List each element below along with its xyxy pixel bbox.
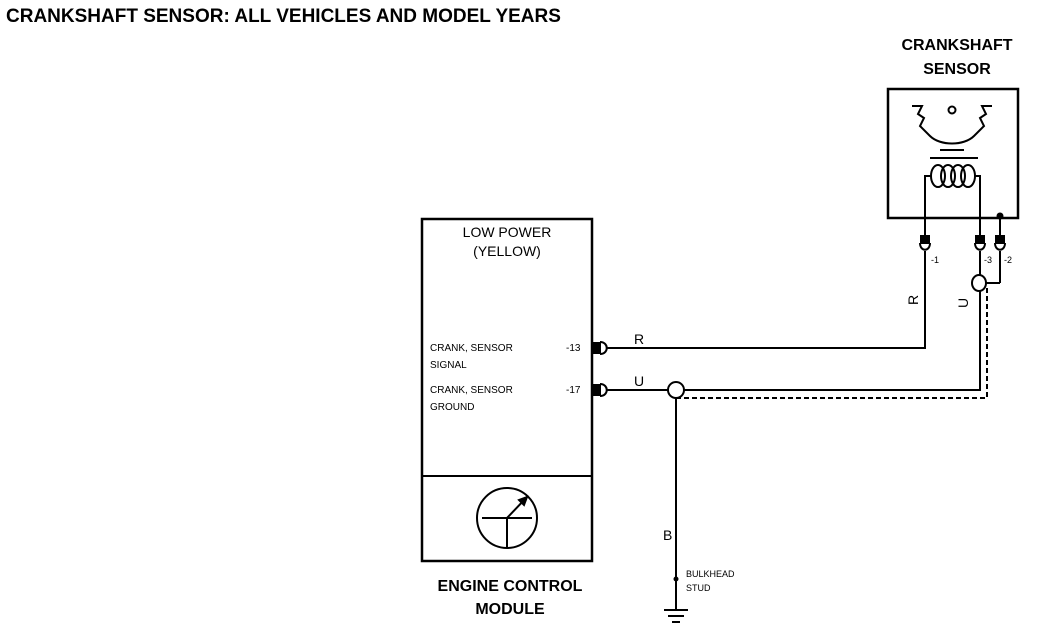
ecm-connector-pin-17 — [592, 383, 608, 397]
reluctor-wheel-icon — [912, 105, 992, 159]
pin-signal-label-line2: SIGNAL — [430, 360, 467, 371]
sensor-connector-pin-2 — [994, 235, 1006, 251]
shield-line — [676, 288, 988, 399]
signal-wire — [606, 251, 926, 349]
bulkhead-label-line1: BULKHEAD — [686, 569, 735, 579]
pin-ground-label-line2: GROUND — [430, 402, 474, 413]
crankshaft-sensor-box — [886, 87, 1020, 220]
signal-wire-color-label: R — [634, 331, 644, 347]
sensor-wire-u-label: U — [955, 298, 971, 308]
ecm-label-line2: MODULE — [475, 601, 545, 618]
ground-wire-b-label: B — [663, 527, 672, 543]
shield-termination-sensor — [971, 274, 987, 292]
pin-ground-label-line1: CRANK, SENSOR — [430, 385, 513, 396]
shield-termination-ecm — [667, 381, 685, 399]
coil-icon — [924, 164, 981, 218]
sensor-pin-3-label: -3 — [984, 255, 992, 265]
ecm-header-line1: LOW POWER — [463, 224, 552, 240]
sensor-label-line1: CRANKSHAFT — [901, 37, 1012, 54]
ecm-header-line2: (YELLOW) — [473, 243, 541, 259]
pin-17-label: -17 — [566, 385, 581, 396]
pin-13-label: -13 — [566, 343, 581, 354]
pin-signal-label-line1: CRANK, SENSOR — [430, 343, 513, 354]
ecm-symbol-icon — [476, 487, 538, 549]
ground-symbol-icon — [664, 609, 688, 623]
bulkhead-label-line2: STUD — [686, 583, 711, 593]
sensor-wire-r-label: R — [905, 295, 921, 305]
diagram-title: CRANKSHAFT SENSOR: ALL VEHICLES AND MODE… — [6, 6, 561, 27]
sensor-label-line2: SENSOR — [923, 61, 991, 78]
sensor-pin-1-label: -1 — [931, 255, 939, 265]
ecm-connector-pin-13 — [592, 341, 608, 355]
sensor-pin-2-label: -2 — [1004, 255, 1012, 265]
sensor-connector-pin-3 — [974, 235, 986, 251]
bulkhead-stud-dot — [673, 576, 679, 582]
ecm-label-line1: ENGINE CONTROL — [438, 578, 583, 595]
ground-wire-color-label: U — [634, 373, 644, 389]
shield-junction-dot — [996, 212, 1004, 220]
sensor-connector-pin-1 — [919, 235, 931, 251]
